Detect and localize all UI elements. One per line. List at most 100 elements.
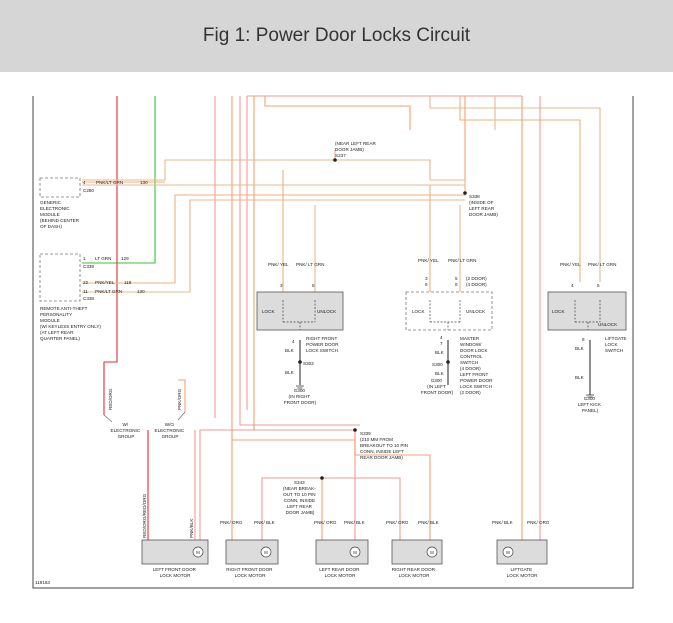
splice-labels: (NEAR LEFT REAR DOOR JAMB) S237 S338 (IN… [283, 141, 498, 515]
rf-ground-wire-2: BLK [285, 370, 295, 375]
rap-module: 1 C339 LT GRN 129 22 PNK/YEL 118 11 C338… [39, 253, 145, 341]
master-bottom-pin-1: 4 [440, 335, 443, 340]
rap-pin-1: 1 [83, 256, 86, 261]
lg-unlock-label: UNLOCK [598, 322, 618, 327]
rap-circuit-1: 129 [121, 256, 129, 261]
motor-left-rear: PNK/ ORG PNK/ BLK M LEFT REAR DOOR LOCK … [314, 520, 369, 578]
page-title: Fig 1: Power Door Locks Circuit [202, 25, 471, 46]
rf-pin-3: 3 [280, 283, 283, 288]
motor-icon: M [506, 550, 510, 555]
rf-lock-label: LOCK [262, 309, 275, 314]
rf-top-wire-1: PNK/ YEL [268, 262, 289, 267]
rap-wire-3: PNK/LT GRN [95, 289, 122, 294]
rf-ground: G300 (IN RIGHT FRONT DOOR) [284, 388, 317, 405]
motor-right-rear: PNK/ ORG PNK/ BLK M RIGHT REAR DOOR LOCK… [386, 520, 443, 578]
trunk-right-label: PNK/ORG [177, 388, 182, 410]
master-pin-r1: 5 [455, 276, 458, 281]
master-lock-label: LOCK [412, 309, 425, 314]
lg-lock-label: LOCK [552, 309, 565, 314]
electronic-group-split: RED/ORG PNK/ORG W/ ELECTRONIC GROUP W/O … [103, 388, 194, 538]
master-bottom-pin-2: 7 [440, 341, 443, 346]
master-ground-wire-2: BLK [435, 371, 445, 376]
page-header: Fig 1: Power Door Locks Circuit [0, 0, 673, 72]
splice-dot-s300 [446, 360, 450, 364]
master-lock-switch: PNK/ YEL PNK/ LT GRN (2 DOOR) (4 DOOR) 3… [405, 258, 494, 395]
without-group-label: W/O ELECTRONIC GROUP [155, 422, 186, 439]
rf-unlock-label: UNLOCK [317, 309, 337, 314]
lg-pin-4: 4 [571, 283, 574, 288]
motor-lr-label: LEFT REAR DOOR LOCK MOTOR [319, 567, 361, 578]
rap-circuit-3: 130 [137, 289, 145, 294]
master-ground: G300 (IN LEFT FRONT DOOR) [421, 378, 454, 395]
figure-id: 119163 [35, 580, 50, 585]
lg-top-wire-2: PNK/ LT GRN [588, 262, 616, 267]
lg-top-wire-1: PNK/ YEL [560, 262, 581, 267]
master-switch-label: MASTER WINDOW/ DOOR LOCK CONTROL SWITCH … [460, 336, 494, 395]
rap-pin-2: 22 [83, 280, 89, 285]
gem-wire: PNK/LT GRN [96, 180, 123, 185]
master-pin-l2: 6 [425, 282, 428, 287]
master-ground-splice: S300 [432, 362, 443, 367]
master-door-note-1: (2 DOOR) [466, 276, 487, 281]
motor-lf-label: LEFT FRONT DOOR LOCK MOTOR [153, 567, 198, 578]
s237-label: (NEAR LEFT REAR DOOR JAMB) S237 [335, 141, 377, 158]
motor-lr-wire-2: PNK/ BLK [344, 520, 366, 525]
motor-rr-wire-1: PNK/ ORG [386, 520, 409, 525]
motor-wire-left-label: RED/ORG/RED/ORG [142, 493, 147, 538]
motor-icon: M [196, 550, 200, 555]
splice-dot-s339 [353, 428, 357, 432]
rap-circuit-2: 118 [124, 280, 132, 285]
gem-circuit: 130 [140, 180, 148, 185]
lg-pin-5: 5 [597, 283, 600, 288]
s343-label: S343 (NEAR BREAK- OUT TO 10 PIN CONN, IN… [283, 480, 317, 515]
motor-rf-wire-2: PNK/ BLK [254, 520, 276, 525]
splice-dots [298, 158, 467, 480]
lg-ground: G300 LEFT KICK PANEL) [578, 396, 602, 413]
motor-rr-wire-2: PNK/ BLK [418, 520, 440, 525]
rf-pin-4: 4 [292, 339, 295, 344]
motor-lg-wire-2: PNK/ ORG [527, 520, 550, 525]
liftgate-lock-switch: PNK/ YEL PNK/ LT GRN 4 5 LOCK UNLOCK 8 B… [547, 262, 628, 413]
motor-rf-label: RIGHT FRONT DOOR LOCK MOTOR [226, 567, 274, 578]
wire-red-trunk [103, 96, 118, 415]
motor-rf-wire-1: PNK/ ORG [220, 520, 243, 525]
with-group-label: W/ ELECTRONIC GROUP [111, 422, 142, 439]
master-pin-l1: 3 [425, 276, 428, 281]
rap-conn-3: C338 [83, 296, 94, 301]
lg-switch-label: LIFTGATE LOCK SWITCH [605, 336, 628, 353]
s339-label: S339 (210 MM FROM BREAKOUT TO 10 PIN CON… [360, 431, 409, 460]
motor-left-front: M LEFT FRONT DOOR LOCK MOTOR [141, 539, 209, 578]
rap-wire-2: PNK/YEL [95, 280, 115, 285]
splice-dot-s237 [333, 158, 337, 162]
motor-right-front: PNK/ ORG PNK/ BLK M RIGHT FRONT DOOR LOC… [220, 520, 279, 578]
rf-lock-switch: PNK/ YEL PNK/ LT GRN 3 5 LOCK UNLOCK 4 B… [256, 262, 344, 405]
master-unlock-label: UNLOCK [466, 309, 486, 314]
master-top-wire-1: PNK/ YEL [418, 258, 439, 263]
rf-ground-splice: S303 [303, 361, 314, 366]
motor-liftgate: PNK/ BLK PNK/ ORG M LIFTGATE LOCK MOTOR [492, 520, 550, 578]
wire-lt-grn [82, 96, 156, 264]
master-pin-r2: 8 [455, 282, 458, 287]
diagram-frame [32, 96, 634, 589]
wires [82, 95, 601, 548]
motor-wire-right-label: PNK/BLK [189, 518, 194, 538]
motor-icon: M [353, 550, 357, 555]
rap-pin-3: 11 [83, 289, 88, 294]
master-ground-wire: BLK [435, 350, 445, 355]
motor-icon: M [430, 550, 434, 555]
wire-pnk-org-trunk [178, 379, 186, 412]
rap-conn-1: C339 [83, 264, 94, 269]
trunk-left-label: RED/ORG [108, 388, 113, 410]
lock-motors: M LEFT FRONT DOOR LOCK MOTOR PNK/ ORG PN… [141, 520, 550, 578]
rap-label: REMOTE ANTI-THEFT PERSONALITY MODULE (W/… [40, 306, 102, 341]
circuit-diagram: (NEAR LEFT REAR DOOR JAMB) S237 S338 (IN… [32, 95, 634, 589]
motor-lg-wire-1: PNK/ BLK [492, 520, 514, 525]
lg-ground-wire: BLK [575, 346, 585, 351]
rf-top-wire-2: PNK/ LT GRN [296, 262, 324, 267]
motor-icon: M [264, 550, 268, 555]
motor-rr-label: RIGHT REAR DOOR LOCK MOTOR [392, 567, 437, 578]
motor-lr-wire-1: PNK/ ORG [314, 520, 337, 525]
gem-pin: 4 [83, 180, 86, 185]
gem-conn: C280 [83, 188, 94, 193]
s338-label: S338 (INSIDE OF LEFT REAR DOOR JAMB) [469, 194, 498, 217]
